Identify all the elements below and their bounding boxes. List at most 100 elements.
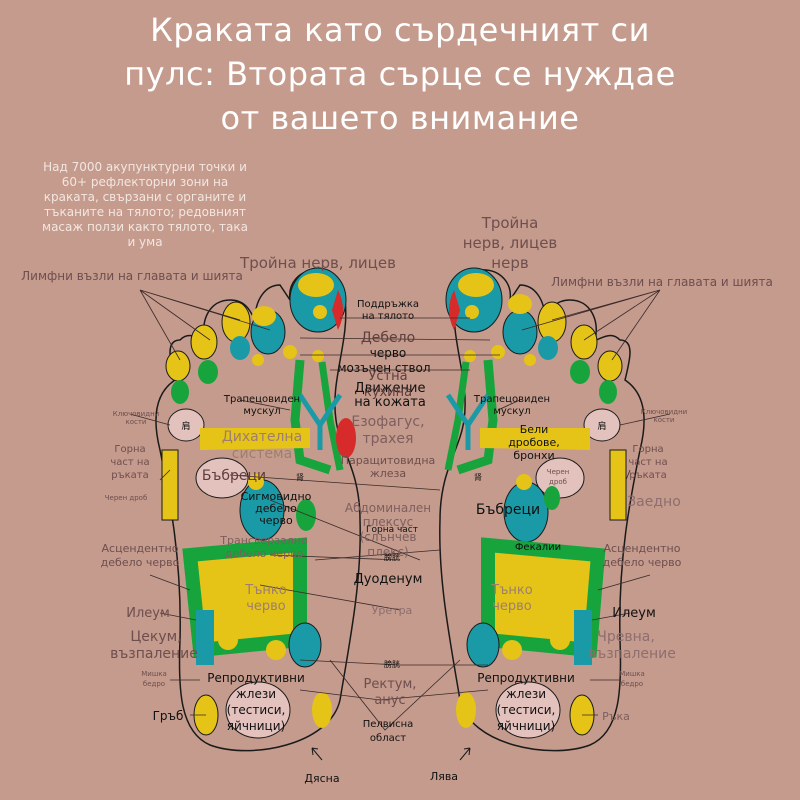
- left-toe-5: [597, 350, 623, 382]
- left-repro: [495, 681, 561, 739]
- label-repro-left-4: яйчници): [227, 719, 285, 733]
- label-repro-right-3: (тестиси,: [497, 703, 556, 717]
- label-upper-arm-left-3: ръката: [111, 470, 149, 481]
- label-abdominal-3: (слънчев: [360, 530, 417, 544]
- subtitle-line-3: краката, свързани с органите и: [43, 190, 247, 204]
- label-trapezius-right-2: мускул: [493, 406, 530, 417]
- label-thigh-right-1: Мишка: [619, 670, 645, 678]
- right-big-toe-yellow: [298, 273, 334, 297]
- left-toe-2-top: [508, 294, 532, 314]
- right-foot-arrow: [311, 747, 323, 761]
- label-duodenum: Дуоденум: [354, 572, 423, 587]
- page-title: Краката като сърдечният си пулс: Втората…: [40, 8, 760, 140]
- label-ascending-right-1: Асцендентно: [604, 542, 681, 555]
- label-support-1: Поддръжка: [357, 299, 419, 310]
- label-liver-right-2: дроб: [549, 478, 567, 486]
- left-upper-arm: [609, 449, 627, 521]
- label-ascending-left-1: Асцендентно: [102, 542, 179, 555]
- label-lungs-3: бронхи: [513, 449, 554, 462]
- label-skin: на кожата: [354, 395, 426, 410]
- right-shoulder: [167, 408, 205, 442]
- label-upper-arm-left-2: част на: [110, 457, 149, 468]
- label-clavicle-left-1: Ключовидни: [113, 410, 159, 418]
- label-rectum-1: Ректум,: [364, 677, 417, 692]
- left-bladder: [466, 622, 500, 668]
- label-thigh-left-2: бедро: [143, 680, 165, 688]
- right-toe-4: [190, 324, 218, 360]
- right-neck-dot-3: [252, 354, 264, 366]
- subtitle-line-2: 60+ рефлекторни зони на: [61, 175, 229, 189]
- label-clavicle-right-1: Ключовидни: [641, 408, 687, 416]
- label-rectum-2: анус: [374, 693, 405, 708]
- label-intestinal-2: възпаление: [588, 646, 676, 662]
- left-toe-3-teal: [538, 336, 558, 360]
- title-line-2: пулс: Втората сърце се нуждае: [124, 55, 676, 93]
- left-neck-dot-2: [464, 350, 476, 362]
- subtitle-line-5: масаж ползи както тялото, така: [42, 220, 248, 234]
- right-dot-rectum: [266, 640, 286, 660]
- label-transverse-1: Трансверзално: [219, 534, 308, 547]
- label-ileum-right: Илеум: [612, 606, 656, 621]
- label-liver-right-1: Черен: [547, 468, 569, 476]
- label-small-left-2: черво: [246, 599, 286, 614]
- right-toe-2-top: [252, 306, 276, 326]
- right-teal-ileum: [196, 610, 214, 665]
- label-ileum-left: Илеум: [126, 606, 170, 621]
- label-cjk-left: 肾: [296, 473, 304, 482]
- right-heel-yellow: [312, 692, 332, 728]
- title-line-3: от вашето внимание: [220, 99, 580, 137]
- label-right-foot: Дясна: [304, 772, 339, 785]
- label-upper-arm-right-2: част на: [628, 457, 667, 468]
- label-cecum-1: Цекум,: [130, 629, 181, 645]
- left-green-sigmoid: [544, 486, 560, 510]
- label-pelvic-2: област: [370, 733, 406, 744]
- label-colon-2: черво: [370, 346, 407, 360]
- right-liver: [195, 457, 249, 499]
- label-repro-right-2: жлези: [506, 687, 546, 701]
- label-sigmoid-2: дебело: [255, 502, 297, 515]
- label-lymph-right: Лимфни възли на главата и шията: [551, 275, 773, 289]
- left-dot-cecum: [550, 630, 570, 650]
- label-hand: Ръка: [602, 710, 630, 723]
- label-intestinal-1: Чревна,: [597, 629, 655, 645]
- label-lymph-left: Лимфни възли на главата и шията: [21, 269, 243, 283]
- label-cjk-lower: 膀胱: [384, 659, 400, 669]
- label-breathing-2: система: [232, 446, 292, 462]
- left-neck-dot-1: [491, 345, 505, 359]
- left-dot-rectum: [502, 640, 522, 660]
- label-lungs-1: Бели: [520, 423, 549, 436]
- label-trapezius-left-1: Трапецовиден: [223, 394, 300, 405]
- subtitle: Над 7000 акупунктурни точки и 60+ рефлек…: [30, 160, 260, 250]
- label-kidneys-right: Бъбреци: [476, 502, 540, 518]
- label-small-right-1: Тънко: [490, 583, 532, 598]
- title-line-1: Краката като сърдечният си: [150, 11, 650, 49]
- left-big-toe-yellow: [458, 273, 494, 297]
- label-clavicle-right-2: кости: [654, 416, 675, 424]
- left-neck-dot-3: [524, 354, 536, 366]
- label-liver-left: Черен дроб: [105, 494, 148, 502]
- label-upper-arm-left-1: Горна: [114, 444, 145, 455]
- label-repro-left-2: жлези: [236, 687, 276, 701]
- right-bronchi: [297, 393, 343, 450]
- label-sigmoid-1: Сигмовидно: [241, 490, 312, 503]
- label-ascending-left-2: дебело черво: [101, 556, 180, 569]
- leader-lines: [129, 289, 671, 731]
- label-sigmoid-3: черво: [259, 514, 293, 527]
- label-trigeminal-right-1: Тройна: [481, 214, 539, 232]
- right-foot: [155, 267, 361, 752]
- label-trigeminal-left: Тройна нерв, лицев: [239, 254, 396, 272]
- label-fecal: Фекалии: [515, 542, 561, 553]
- label-repro-right-4: яйчници): [497, 719, 555, 733]
- diagram-labels: Тройна нерв, лицев Тройна нерв, лицев не…: [21, 214, 773, 785]
- label-breathing-1: Дихателна: [222, 429, 302, 445]
- left-toe-4: [570, 324, 598, 360]
- label-repro-left-3: (тестиси,: [227, 703, 286, 717]
- label-repro-left-1: Репродуктивни: [207, 671, 305, 685]
- label-thigh-right-2: бедро: [621, 680, 643, 688]
- right-green-channel-2: [318, 361, 344, 471]
- label-abdominal-2: плексус: [363, 515, 413, 529]
- right-bladder: [288, 622, 322, 668]
- label-brainstem: мозъчен ствол: [337, 361, 430, 375]
- label-back: Гръб: [153, 709, 184, 723]
